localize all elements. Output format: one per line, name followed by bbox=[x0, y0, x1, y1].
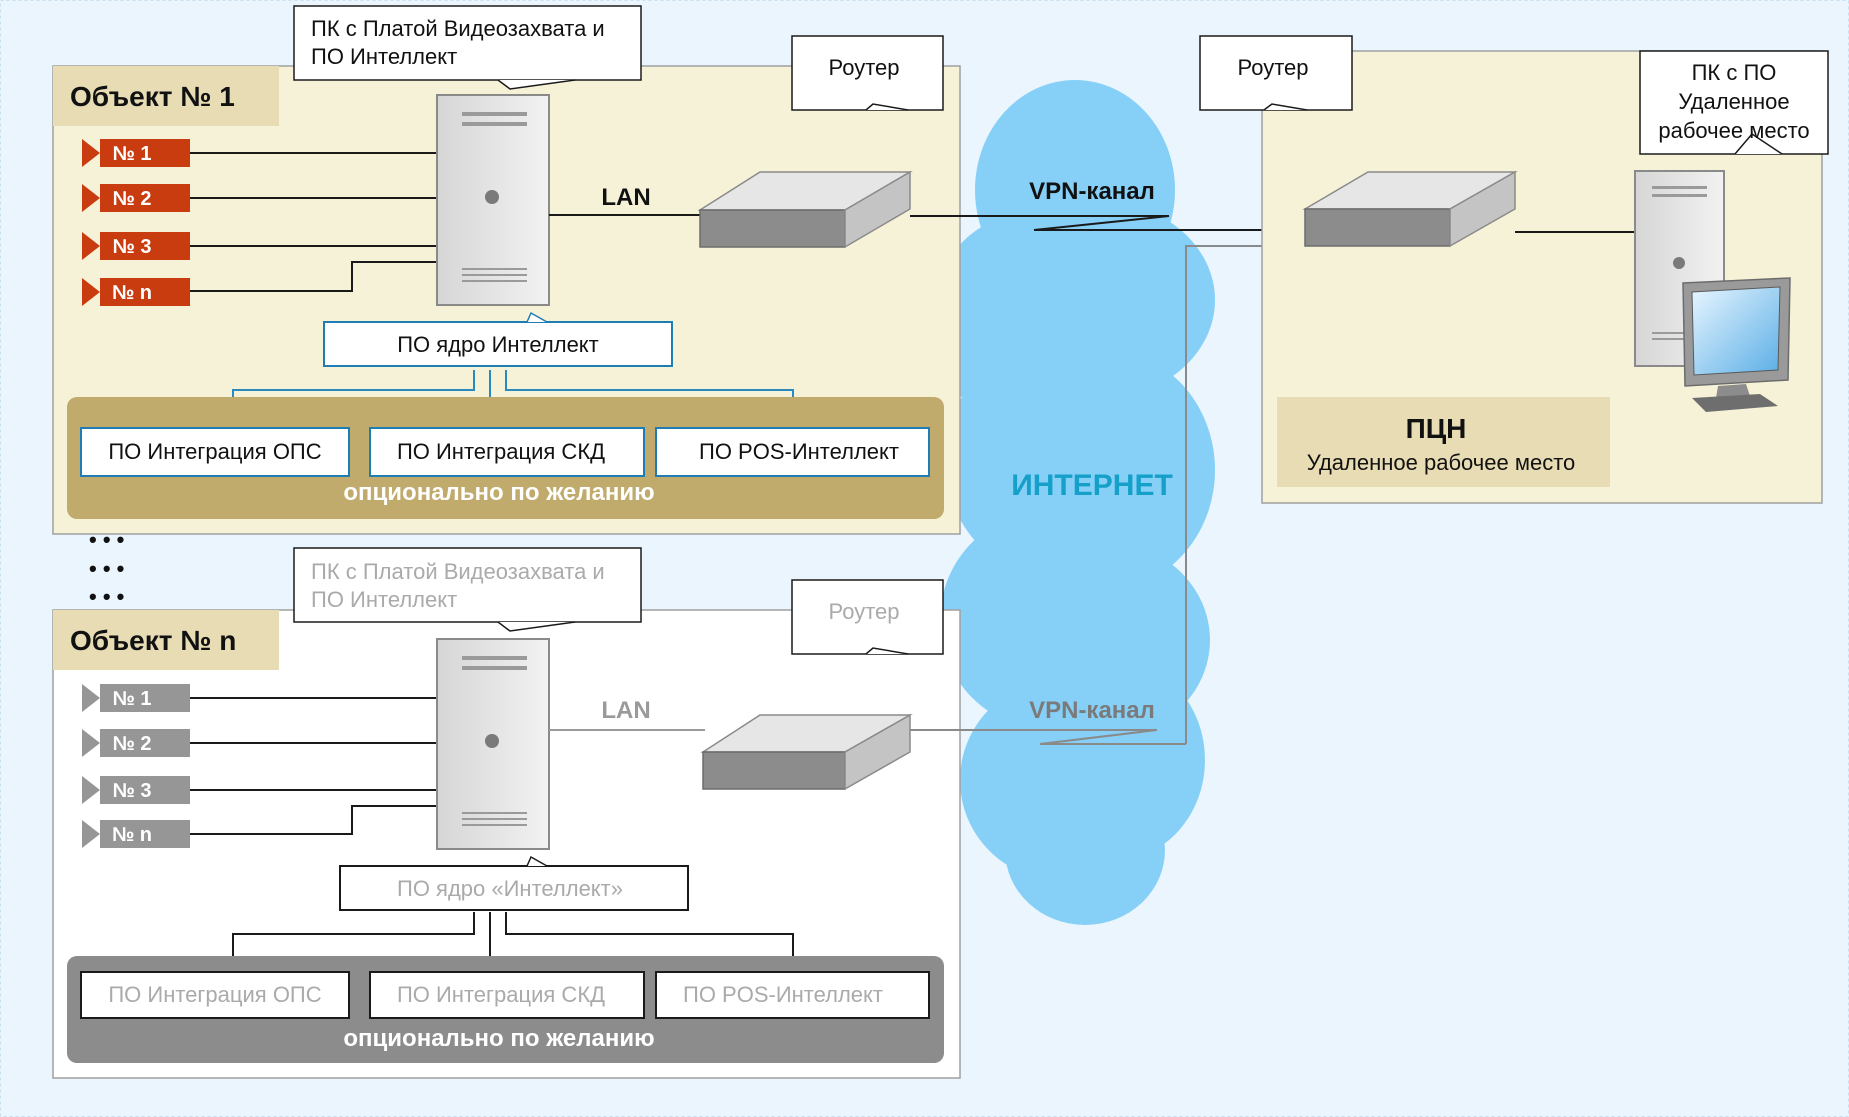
server-tower-icon bbox=[436, 638, 550, 850]
camera-icon: № n bbox=[82, 820, 190, 848]
object-1-group: Объект № 1 № 1 № 2 № 3 bbox=[52, 5, 961, 535]
camera-icon: № 2 bbox=[82, 184, 190, 212]
camera-icon: № 2 bbox=[82, 729, 190, 757]
object-1-optional-label: опционально по желанию bbox=[343, 479, 654, 506]
module-box bbox=[655, 427, 930, 477]
camera-label: № n bbox=[112, 824, 152, 846]
pcn-group: ПЦН Удаленное рабочее место Роутер ПК с … bbox=[1199, 35, 1829, 504]
object-1-cameras: № 1 № 2 № 3 № n bbox=[82, 139, 190, 306]
svg-text:• • •: • • • bbox=[89, 584, 124, 609]
callout-line: ПК с Платой Видеозахвата и bbox=[311, 16, 605, 41]
camera-icon: № 1 bbox=[82, 139, 190, 167]
monitor-icon bbox=[1682, 277, 1791, 412]
module-box bbox=[369, 971, 645, 1019]
object-n-optional-label: опционально по желанию bbox=[343, 1025, 654, 1052]
object-1-core-label: ПО ядро Интеллект bbox=[397, 332, 599, 357]
server-tower-icon bbox=[436, 94, 550, 306]
vpn-label-1: VPN-канал bbox=[1029, 178, 1155, 205]
module-label: ПО Интеграция ОПС bbox=[108, 439, 321, 464]
object-n-title: Объект № n bbox=[70, 625, 236, 656]
object-1-core-box bbox=[323, 321, 673, 367]
object-n-core-label: ПО ядро «Интеллект» bbox=[397, 876, 623, 901]
router-icon bbox=[1302, 170, 1518, 248]
svg-text:• • •: • • • bbox=[89, 527, 124, 552]
vpn-label-n: VPN-канал bbox=[1029, 697, 1155, 724]
module-box bbox=[369, 427, 645, 477]
module-box bbox=[80, 971, 350, 1019]
object-1-router-callout: Роутер bbox=[791, 35, 944, 111]
object-1-lan-label: LAN bbox=[601, 184, 650, 211]
object-1-pc-callout: ПК с Платой Видеозахвата и ПО Интеллект bbox=[293, 5, 642, 90]
pcn-router-callout: Роутер bbox=[1199, 35, 1353, 111]
camera-label: № n bbox=[112, 282, 152, 304]
pcn-title: ПЦН bbox=[1406, 413, 1467, 444]
pcn-pc-callout: ПК с ПО Удаленное рабочее место bbox=[1639, 50, 1829, 155]
callout-line: Роутер bbox=[829, 599, 900, 624]
camera-icon: № 3 bbox=[82, 776, 190, 804]
internet-cloud bbox=[930, 80, 1215, 925]
camera-icon: № 3 bbox=[82, 232, 190, 260]
module-label: ПО Интеграция СКД bbox=[397, 439, 605, 464]
object-n-title-bg bbox=[53, 610, 279, 670]
pcn-title-bg bbox=[1277, 397, 1610, 487]
router-icon bbox=[697, 170, 913, 249]
router-icon bbox=[700, 713, 913, 791]
object-n-lan-label: LAN bbox=[601, 697, 650, 724]
camera-icon: № n bbox=[82, 278, 190, 306]
module-label: ПО Интеграция ОПС bbox=[108, 982, 321, 1007]
internet-label: ИНТЕРНЕТ bbox=[1011, 469, 1173, 502]
ellipsis: • • • • • • • • • bbox=[89, 527, 124, 609]
module-box bbox=[80, 427, 350, 477]
callout-line: ПО Интеллект bbox=[311, 587, 457, 612]
camera-label: № 3 bbox=[113, 236, 152, 258]
callout-line: Роутер bbox=[829, 55, 900, 80]
camera-icon: № 1 bbox=[82, 684, 190, 712]
object-n-router-callout: Роутер bbox=[791, 579, 944, 655]
object-n-pc-callout: ПК с Платой Видеозахвата и ПО Интеллект bbox=[293, 547, 642, 632]
callout-line: ПК с ПО bbox=[1692, 60, 1777, 85]
camera-label: № 2 bbox=[113, 188, 152, 210]
callout-line: рабочее место bbox=[1658, 118, 1809, 143]
pcn-workstation bbox=[1634, 170, 1791, 412]
module-label: ПО POS-Интеллект bbox=[699, 439, 899, 464]
camera-label: № 1 bbox=[113, 143, 152, 165]
object-n-core-box bbox=[339, 865, 689, 911]
camera-label: № 2 bbox=[113, 733, 152, 755]
object-1-title-bg bbox=[53, 66, 279, 126]
callout-line: ПК с Платой Видеозахвата и bbox=[311, 559, 605, 584]
object-n-group: Объект № n № 1 № 2 № 3 bbox=[52, 547, 961, 1079]
pcn-subtitle: Удаленное рабочее место bbox=[1307, 450, 1576, 475]
module-label: ПО POS-Интеллект bbox=[683, 982, 883, 1007]
object-n-cameras: № 1 № 2 № 3 № n bbox=[82, 684, 190, 848]
callout-line: ПО Интеллект bbox=[311, 44, 457, 69]
callout-line: Удаленное bbox=[1678, 89, 1789, 114]
svg-text:• • •: • • • bbox=[89, 556, 124, 581]
vpn-link-1 bbox=[910, 215, 1305, 231]
camera-label: № 1 bbox=[113, 688, 152, 710]
module-label: ПО Интеграция СКД bbox=[397, 982, 605, 1007]
module-box bbox=[655, 971, 930, 1019]
camera-label: № 3 bbox=[113, 780, 152, 802]
callout-line: Роутер bbox=[1238, 55, 1309, 80]
object-1-title: Объект № 1 bbox=[70, 81, 235, 112]
